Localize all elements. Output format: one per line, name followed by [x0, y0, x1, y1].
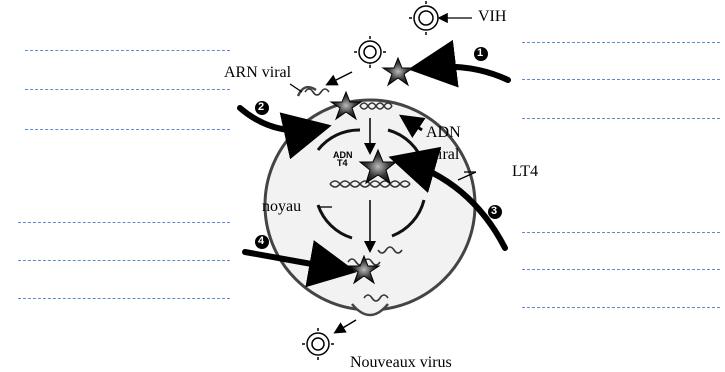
step-number-4: 4 [258, 235, 264, 247]
virus-icon [354, 36, 386, 68]
step-number-3: 3 [491, 205, 497, 217]
answer-line-right-1[interactable] [522, 42, 720, 43]
answer-line-right-3[interactable] [522, 118, 720, 119]
star-enzyme-icon [383, 58, 413, 85]
label-adn-viral-line1: ADN [426, 124, 461, 142]
label-adn-t4-line2: T4 [337, 159, 348, 167]
answer-line-left-5[interactable] [18, 260, 230, 261]
answer-line-left-4[interactable] [18, 222, 230, 223]
label-nouveaux-virus: Nouveaux virus [350, 354, 452, 372]
label-lt4: LT4 [512, 163, 538, 181]
answer-line-left-1[interactable] [25, 50, 230, 51]
step-number-1: 1 [477, 47, 483, 59]
answer-line-right-4[interactable] [522, 232, 720, 233]
step-number-2: 2 [258, 101, 264, 113]
answer-line-right-2[interactable] [522, 79, 720, 80]
answer-line-right-5[interactable] [522, 269, 720, 270]
answer-line-left-6[interactable] [18, 298, 230, 299]
label-noyau: noyau [262, 198, 301, 216]
label-adn-viral-line2: viral [430, 146, 459, 164]
label-vih: VIH [478, 8, 506, 26]
label-arn-viral: ARN viral [224, 64, 291, 82]
answer-line-right-6[interactable] [522, 307, 720, 308]
answer-line-left-3[interactable] [25, 129, 230, 130]
virus-icon [409, 1, 443, 35]
virus-icon [302, 328, 334, 360]
answer-line-left-2[interactable] [25, 89, 230, 90]
